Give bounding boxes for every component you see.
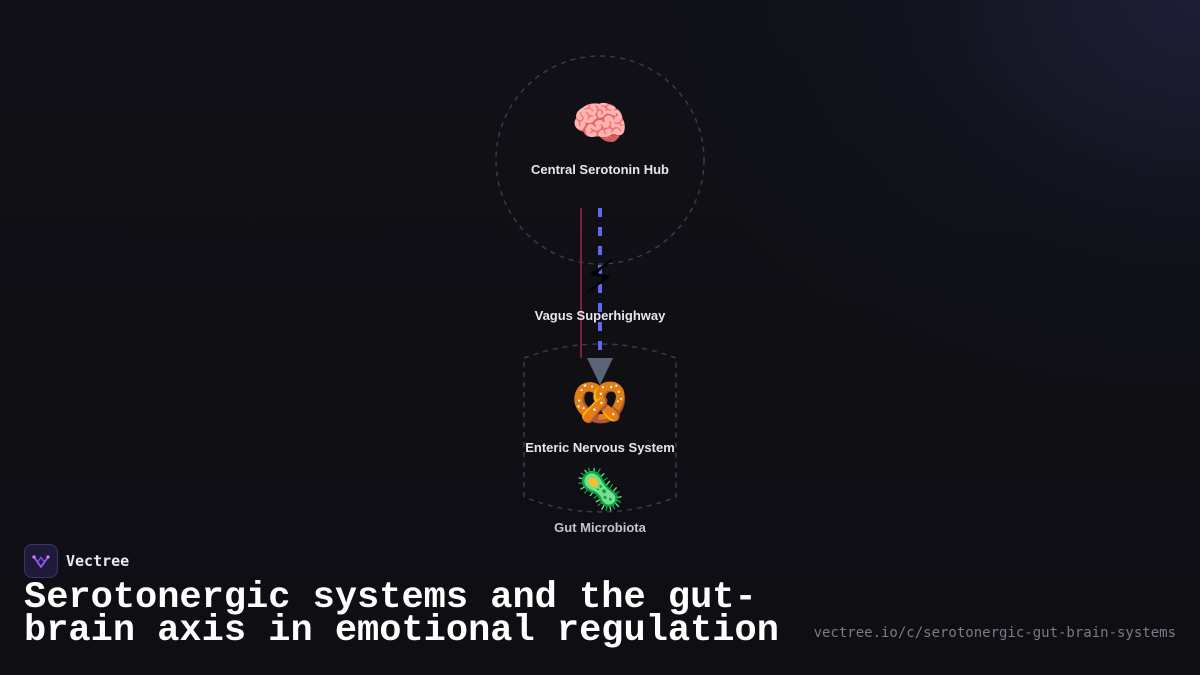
vectree-logo-icon (24, 544, 58, 578)
brand-name: Vectree (66, 552, 130, 570)
gut-region-boundary (523, 343, 677, 513)
pretzel-icon: 🥨 (571, 375, 629, 429)
lightning-icon: ⚡ (583, 250, 617, 304)
node-label-gut-microbiota: Gut Microbiota (554, 520, 646, 535)
source-url[interactable]: vectree.io/c/serotonergic-gut-brain-syst… (813, 625, 1176, 641)
node-label-vagus-superhighway: Vagus Superhighway (534, 308, 666, 323)
brand[interactable]: Vectree (24, 544, 129, 578)
brain-icon: 🧠 (571, 96, 629, 150)
brain-region-boundary (495, 55, 705, 265)
node-label-central-serotonin-hub: Central Serotonin Hub (531, 162, 669, 177)
microbe-icon: 🦠 (575, 467, 625, 513)
downward-arrowhead (587, 358, 613, 385)
node-label-enteric-nervous-system: Enteric Nervous System (525, 440, 675, 455)
page-title: Serotonergic systems and the gut-brain a… (24, 577, 779, 652)
